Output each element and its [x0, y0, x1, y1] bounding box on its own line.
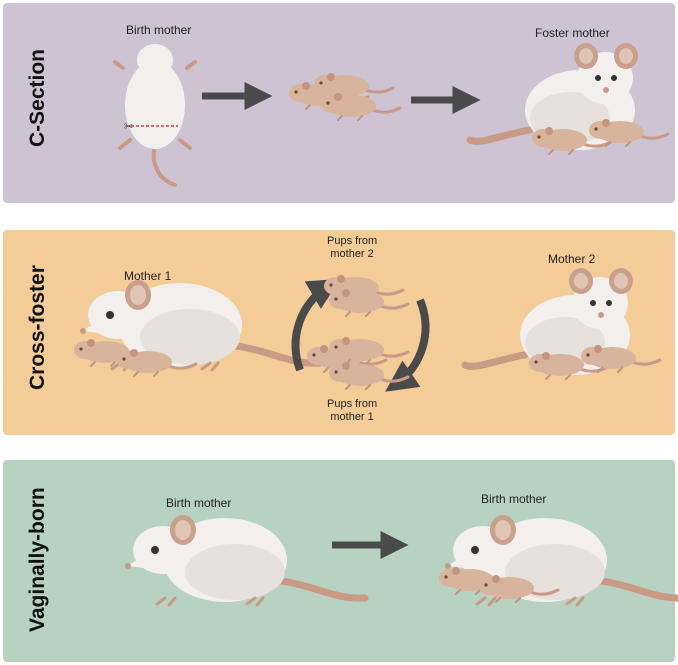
- pups-from-mother-2: [322, 273, 410, 318]
- caption-mother-2: Mother 2: [548, 252, 596, 266]
- caption-foster-mother: Foster mother: [535, 26, 610, 40]
- mother-1: [72, 280, 320, 378]
- caption-pups-from-mother-1: Pups from mother 1: [327, 398, 378, 423]
- mother-2: [465, 268, 662, 381]
- caption-birth-mother-vaginal-right: Birth mother: [481, 492, 547, 506]
- caption-birth-mother-csection: Birth mother: [126, 23, 192, 37]
- svg-text:✂: ✂: [124, 120, 133, 133]
- pups-csection: [287, 71, 402, 122]
- foster-mother: [470, 43, 670, 156]
- birth-mother-left: [125, 515, 365, 605]
- pups-from-mother-1: [305, 335, 410, 391]
- caption-birth-mother-vaginal-left: Birth mother: [166, 496, 232, 510]
- caption-pups-from-mother-2: Pups from mother 2: [327, 235, 378, 260]
- birth-mother-right: [437, 515, 678, 605]
- caption-mother-1: Mother 1: [124, 269, 172, 283]
- birth-mother-supine: ✂: [113, 44, 197, 187]
